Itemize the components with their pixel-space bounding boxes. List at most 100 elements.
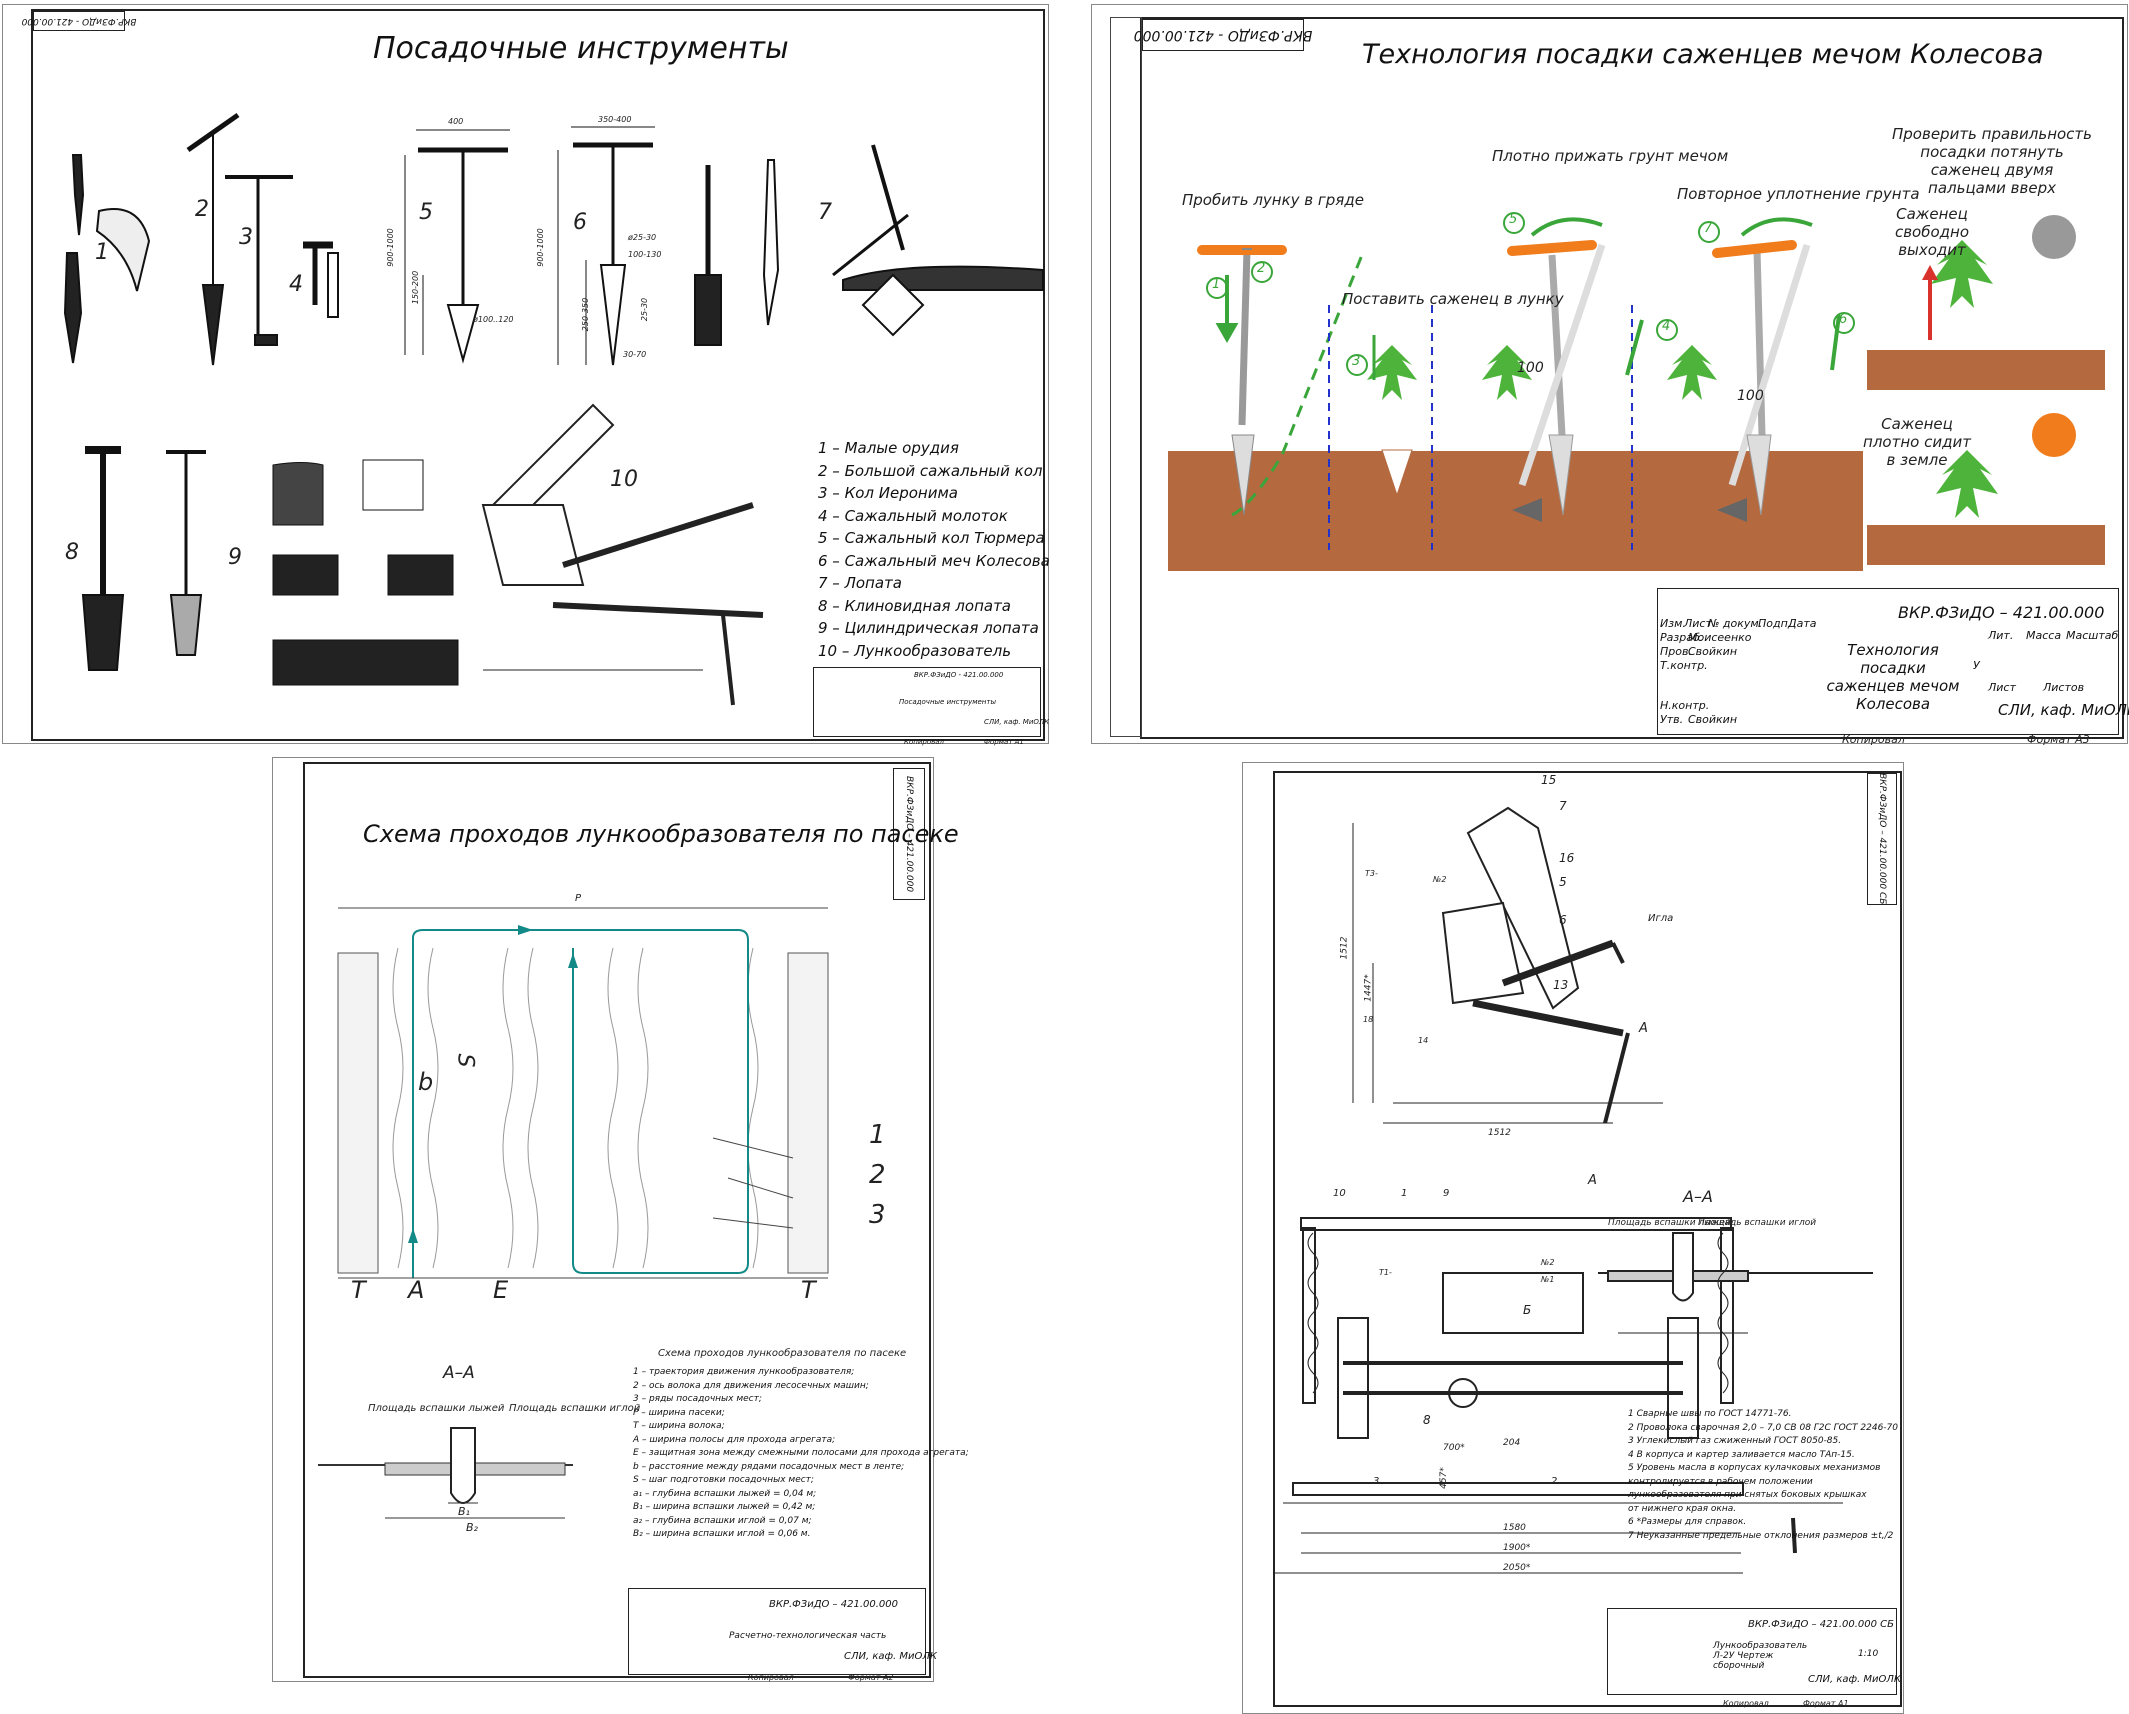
section-label-ski: Площадь вспашки лыжей <box>1608 1218 1731 1228</box>
sheet-assembly-drawing: ВКР.ФЗиДО – 421.00.000 СБ <box>1242 762 1904 1714</box>
stamp-row: Свойкин <box>1688 645 1738 658</box>
title-block: ВКР.ФЗиДО – 421.00.000 Расчетно-технолог… <box>628 1588 937 1675</box>
stamp-row: Пров. <box>1660 645 1692 658</box>
sheet-frame <box>1273 771 1902 1707</box>
legend-item: 9 – Цилиндрическая лопата <box>818 619 1039 637</box>
label-seedling-loose: Саженец свободно выходит <box>1894 205 1970 259</box>
callout-3: 3 <box>869 1200 886 1230</box>
label-S: S <box>452 1053 478 1068</box>
section-label-needle: Площадь вспашки иглой <box>1698 1218 1817 1228</box>
stamp-format: Формат А1 <box>984 738 1024 746</box>
label-check-planting: Проверить правильность посадки потянуть … <box>1892 125 2093 197</box>
dim-label: 900-1000 <box>535 228 545 267</box>
dim-label: 1512 <box>1339 936 1350 960</box>
note: 2 Проволока сварочная 2,0 – 7,0 СВ 08 Г2… <box>1628 1422 1899 1433</box>
label-place-seedling: Поставить саженец в лунку <box>1342 290 1564 308</box>
note: от нижнего края окна. <box>1628 1503 1737 1514</box>
sheet-frame <box>31 9 1045 741</box>
mark: №2 <box>1433 875 1447 884</box>
stamp-row: Разраб. <box>1660 631 1704 644</box>
stamp-scale: Масштаб <box>2066 629 2119 642</box>
label-T-left: T <box>351 1276 366 1304</box>
stamp-lists: Листов <box>2043 681 2085 694</box>
title-block: ВКР.ФЗиДО – 421.00.000 Технология посадк… <box>1657 588 2129 735</box>
section-title: А–А <box>1683 1187 1713 1206</box>
label-seedling-firm: Саженец плотно сидит в земле <box>1863 415 1971 469</box>
callout-9: 9 <box>1443 1188 1450 1199</box>
stamp-org: СЛИ, каф. МиОЛК <box>984 718 1050 726</box>
note: P – ширина пасеки; <box>633 1407 725 1418</box>
stamp-format: Формат А3 <box>2027 733 2090 746</box>
stamp-code: ВКР.ФЗиДО – 421.00.000 СБ <box>1748 1619 1895 1630</box>
dim-label: ø100..120 <box>473 315 514 324</box>
callout-16: 16 <box>1559 851 1575 865</box>
label-E: E <box>493 1276 509 1304</box>
section-b1: B₁ <box>458 1505 470 1518</box>
stamp-code: ВКР.ФЗиДО - 421.00.000 <box>914 671 1004 679</box>
notes-title: Схема проходов лункообразователя по пасе… <box>658 1348 907 1359</box>
step-number-6: 6 <box>1839 312 1848 327</box>
dim-label: 400 <box>448 117 464 126</box>
step-number-3: 3 <box>1352 354 1361 369</box>
stamp-header: Изм. <box>1660 617 1686 630</box>
note: A – ширина полосы для прохода агрегата; <box>633 1434 836 1445</box>
legend-item: 8 – Клиновидная лопата <box>818 596 1011 615</box>
tool-number-9: 9 <box>228 545 242 570</box>
label-A: A <box>408 1276 425 1304</box>
note: 2 – ось волока для движения лесосечных м… <box>633 1380 869 1391</box>
note: контролируется в рабочем положении <box>1628 1476 1813 1487</box>
note: лункообразователя при снятых боковых кры… <box>1628 1490 1867 1500</box>
dim-label: 100-130 <box>628 250 662 259</box>
stamp-row: Моисеенко <box>1688 631 1752 644</box>
stamp-name: Технология посадки саженцев мечом Колесо… <box>1826 641 1960 713</box>
stamp-org: СЛИ, каф. МиОЛК <box>1998 701 2129 719</box>
legend-item: 5 – Сажальный кол Тюрмера <box>818 529 1045 547</box>
stamp-u: У <box>1973 659 1980 672</box>
dim-label: 30-70 <box>623 350 647 359</box>
dim-label: 350-400 <box>598 115 632 124</box>
dim-label: 1580 <box>1503 1523 1526 1533</box>
drawing-code-box: ВКР.ФЗиДО – 421.00.000 СБ <box>1867 773 1897 905</box>
sheet-frame <box>303 762 931 1678</box>
callout-5: 5 <box>1559 875 1567 889</box>
callout-10: 10 <box>1333 1188 1346 1199</box>
mark: №2 <box>1541 1258 1555 1267</box>
pass-scheme-drawing <box>318 907 829 1519</box>
dim-label: 900-1000 <box>385 228 395 267</box>
tools-drawing <box>63 112 1044 706</box>
legend-item: 1 – Малые орудия <box>818 439 959 457</box>
dim-label: 25-30 <box>640 297 650 322</box>
mark: Т1- <box>1379 1268 1392 1277</box>
hole-maker-assembly <box>1273 806 1873 1574</box>
dim-label: 1447* <box>1363 974 1374 1002</box>
label-b: b <box>418 1068 434 1096</box>
dim-100: 100 <box>1737 388 1764 404</box>
tools-legend: 1 – Малые орудия 2 – Большой сажальный к… <box>818 437 1050 662</box>
tool-number-2: 2 <box>195 197 209 222</box>
drawing-code-box: ВКР.ФЗиДО – 421.00.000 <box>893 768 925 900</box>
callout-1: 1 <box>1401 1188 1408 1199</box>
stamp-row: Свойкин <box>1688 713 1738 726</box>
label-igla: Игла <box>1648 913 1674 924</box>
note: B₂ – ширина вспашки иглой = 0,06 м. <box>633 1529 811 1539</box>
dim-100: 100 <box>1517 360 1544 376</box>
stamp-code: ВКР.ФЗиДО – 421.00.000 <box>1898 603 2105 622</box>
tech-notes: 1 Сварные швы по ГОСТ 14771-76. 2 Провол… <box>1628 1408 1898 1543</box>
note: T – ширина волока; <box>633 1421 725 1431</box>
mark: №1 <box>1541 1275 1555 1284</box>
stamp-row: Утв. <box>1660 713 1684 726</box>
dim-label: ø25-30 <box>628 233 657 242</box>
tool-number-5: 5 <box>419 200 433 225</box>
legend-item: 10 – Лункообразователь <box>818 641 1012 660</box>
dim-label: 700* <box>1443 1443 1465 1453</box>
label-press-soil: Плотно прижать грунт мечом <box>1492 147 1729 165</box>
label-T-right: T <box>801 1276 816 1304</box>
legend-item: 6 – Сажальный меч Колесова <box>818 551 1050 570</box>
section-title: А–А <box>443 1363 475 1383</box>
section-label-ski: Площадь вспашки лыжей <box>368 1403 505 1414</box>
legend-item: 4 – Сажальный молоток <box>818 506 1008 525</box>
note: 1 Сварные швы по ГОСТ 14771-76. <box>1628 1409 1792 1419</box>
sheet-pass-scheme: ВКР.ФЗиДО – 421.00.000 Схема проходов лу… <box>272 757 969 1682</box>
note: b – расстояние между рядами посадочных м… <box>633 1461 905 1472</box>
note: 3 – ряды посадочных мест; <box>633 1394 762 1404</box>
